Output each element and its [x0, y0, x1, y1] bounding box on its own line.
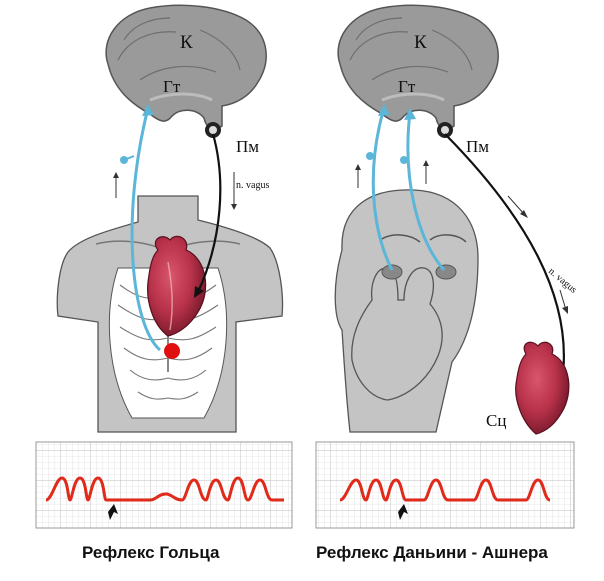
- right-label-gt: Гт: [398, 77, 416, 96]
- left-panel: К Гт Пм n. vagus: [35, 4, 293, 529]
- caption-goltz-reflex: Рефлекс Гольца: [82, 543, 220, 562]
- right-head: [334, 189, 479, 433]
- left-afferent-pathway: [113, 104, 162, 352]
- right-nerve-label: n. vagus: [546, 266, 579, 296]
- right-panel: К Гт Пм n. vagus: [315, 4, 579, 529]
- left-label-pm: Пм: [236, 137, 259, 156]
- caption-dagnini-aschner-reflex: Рефлекс Даньини - Ашнера: [316, 543, 548, 562]
- right-brain: [337, 4, 499, 138]
- left-ecg-arrow: [108, 504, 118, 520]
- right-heart: [515, 341, 570, 435]
- left-heart: [147, 235, 207, 337]
- left-efferent-pathway: [194, 133, 237, 298]
- left-ecg-strip: [35, 441, 293, 529]
- left-label-k: К: [180, 32, 193, 53]
- left-label-gt: Гт: [163, 77, 181, 96]
- right-ecg-arrow: [398, 504, 408, 520]
- left-nerve-label: n. vagus: [236, 180, 269, 191]
- right-label-k: К: [414, 32, 427, 53]
- right-afferent-pathway: [355, 104, 446, 271]
- right-label-sc: Сц: [486, 411, 506, 430]
- right-ecg-strip: [315, 441, 575, 529]
- right-label-pm: Пм: [466, 137, 489, 156]
- left-stimulus-point: [164, 343, 180, 359]
- left-brain: [105, 4, 267, 138]
